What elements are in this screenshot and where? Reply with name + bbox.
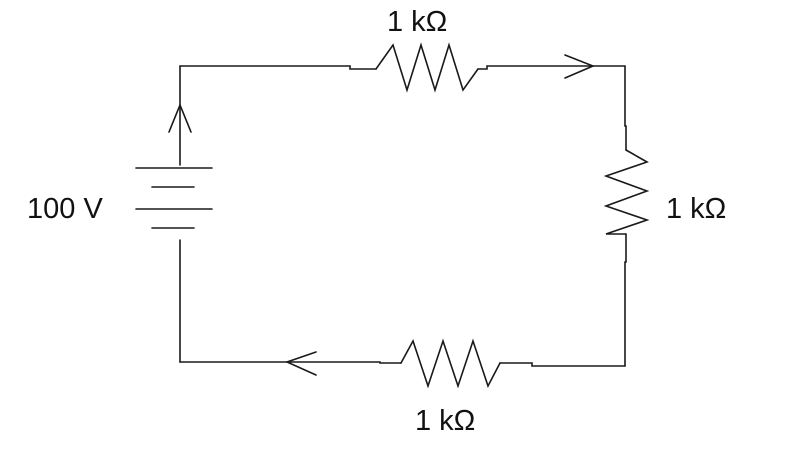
bottom-right-wire	[499, 362, 626, 367]
bottom-current-arrow	[284, 351, 317, 376]
top-left-wire	[179, 65, 377, 70]
bottom-left-wire	[179, 361, 402, 364]
left-branch	[135, 65, 213, 363]
top-current-arrow	[564, 54, 596, 79]
top-branch	[179, 42, 626, 93]
resistor-right-zigzag	[603, 149, 650, 235]
left-current-arrow	[168, 102, 192, 133]
resistor-top-zigzag	[375, 42, 479, 93]
battery-voltage-label: 100 V	[27, 193, 103, 225]
resistor-right-label: 1 kΩ	[666, 193, 726, 225]
resistor-bottom-zigzag	[400, 338, 501, 389]
resistor-bottom-label: 1 kΩ	[415, 405, 475, 437]
bottom-branch	[179, 338, 626, 389]
right-branch	[603, 65, 650, 367]
top-right-wire	[477, 65, 626, 70]
resistor-top-label: 1 kΩ	[387, 6, 447, 38]
right-top-wire	[624, 65, 627, 151]
right-bottom-wire	[624, 233, 627, 367]
